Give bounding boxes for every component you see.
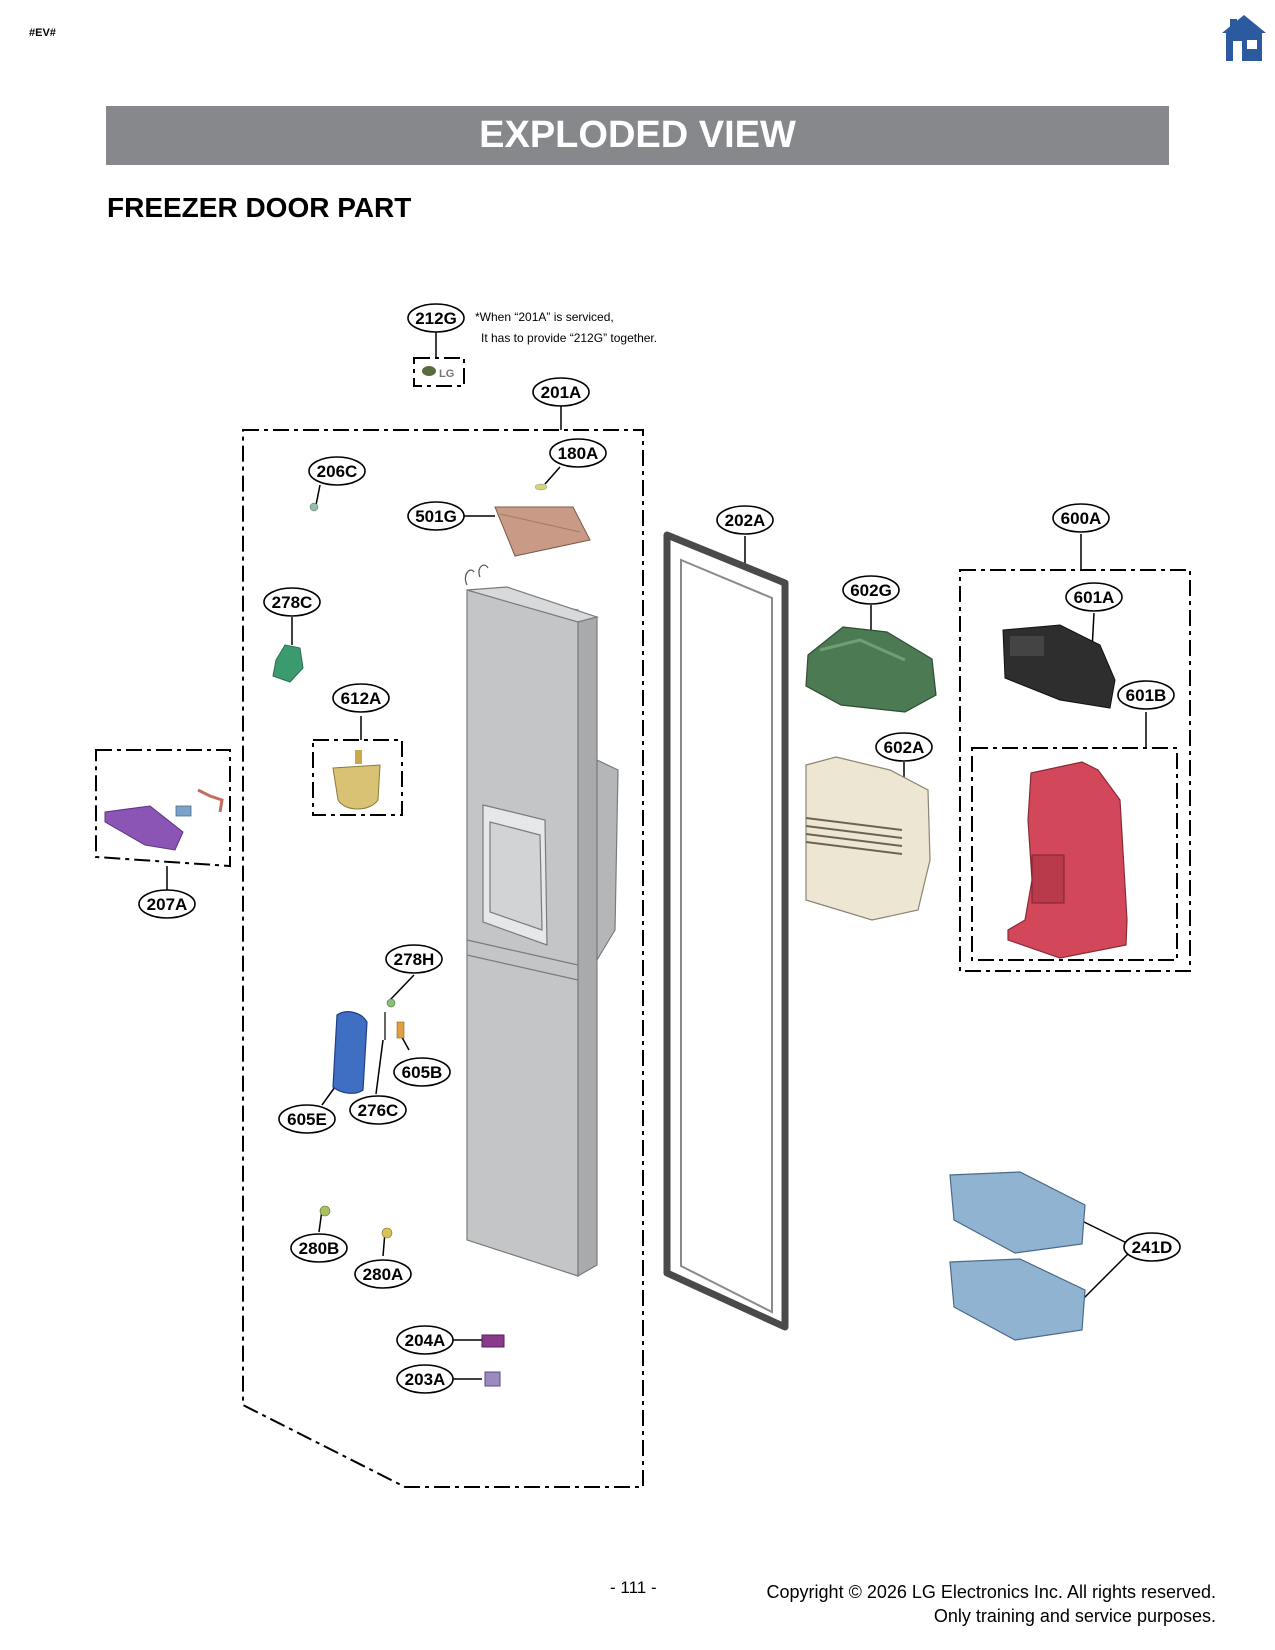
lg-logo-part: LG [422,366,454,380]
part-601a-shape [1002,624,1116,709]
label-278h: 278H [394,950,435,969]
label-201a: 201A [541,383,582,402]
door-shape [464,564,619,1278]
part-605b-shape [396,1021,405,1039]
part-207a-shape [104,788,224,851]
label-203a: 203A [405,1370,446,1389]
label-602g: 602G [850,581,892,600]
gasket-shape [663,531,789,1331]
logo-boundary [413,357,465,387]
page-title: EXPLODED VIEW [106,106,1169,165]
part-280a-shape [381,1227,393,1239]
label-206c: 206C [317,462,358,481]
label-602a: 602A [884,738,925,757]
label-207a: 207A [147,895,188,914]
label-601a: 601A [1074,588,1115,607]
label-605b: 605B [402,1063,443,1082]
part-612a-shape [332,750,381,810]
label-ovals [138,303,1181,1394]
part-278c-shape [272,644,304,683]
ice-maker-assembly-boundary [959,569,1191,972]
label-180a: 180A [558,444,599,463]
part-241d-shape [949,1171,1086,1341]
label-241d: 241D [1132,1238,1173,1257]
duct-assembly-boundary [971,747,1178,961]
label-204a: 204A [405,1331,446,1350]
part-602a-shape [805,756,931,921]
hinge-assembly-boundary [95,749,231,868]
group-boundaries [95,357,1191,1488]
label-600a: 600A [1061,509,1102,528]
section-title: FREEZER DOOR PART [107,192,412,223]
part-203a-shape [484,1371,501,1387]
part-280b-shape [319,1205,331,1217]
home-icon[interactable] [1222,15,1266,63]
label-202a: 202A [725,511,766,530]
copyright-block: Copyright © 2026 LG Electronics Inc. All… [767,1580,1216,1628]
label-212g: 212G [415,309,457,328]
usage-text: Only training and service purposes. [933,1606,1216,1626]
part-601b-shape [1007,761,1128,959]
label-601b: 601B [1126,686,1167,705]
part-204a-shape [481,1334,505,1348]
page-number: - 111 - [610,1578,657,1597]
label-605e: 605E [287,1110,327,1129]
label-276c: 276C [358,1101,399,1120]
label-501g: 501G [415,507,457,526]
label-280b: 280B [299,1239,340,1258]
service-note-line-1: *When “201A” is serviced, [475,310,614,324]
copyright-text: Copyright © 2026 LG Electronics Inc. All… [766,1582,1216,1602]
label-612a: 612A [341,689,382,708]
label-texts: 212G 201A 180A 206C 501G 202A 600A 278C … [147,309,1173,1389]
part-206c-shape [309,502,319,512]
label-278c: 278C [272,593,313,612]
service-note-line-2: It has to provide “212G” together. [481,331,658,345]
document-tag: #EV# [29,27,56,39]
svg-text:LG: LG [439,368,454,380]
service-note: *When “201A” is serviced, It has to prov… [475,307,657,349]
part-501g-shape [494,506,591,557]
funnel-boundary [312,739,403,816]
part-602g-shape [805,626,937,713]
part-605e-shape [332,1011,368,1094]
part-180a-shape [534,483,548,491]
door-assembly-boundary [242,429,644,1488]
label-280a: 280A [363,1265,404,1284]
